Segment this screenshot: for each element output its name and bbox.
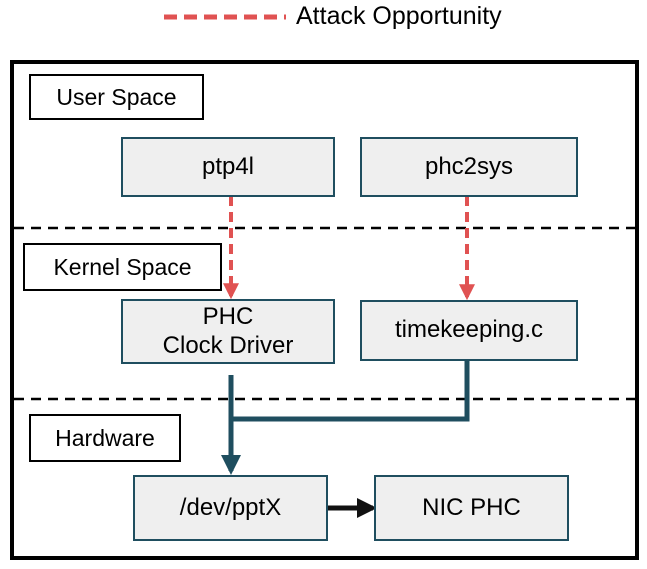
layer-label-user-space: User Space — [29, 74, 204, 120]
node-phc-clock-driver: PHC Clock Driver — [121, 299, 335, 364]
layer-label-kernel-space: Kernel Space — [23, 243, 222, 291]
path-timekeeping-to-pptx — [231, 361, 470, 422]
legend-label: Attack Opportunity — [296, 2, 502, 30]
node-dev-pptx: /dev/pptX — [133, 475, 328, 541]
node-timekeeping: timekeeping.c — [360, 300, 578, 361]
node-phc-clock-driver-line1: PHC — [202, 302, 254, 330]
node-nic-phc: NIC PHC — [374, 475, 569, 541]
layer-label-hardware: Hardware — [29, 414, 181, 462]
node-phc-clock-driver-line2: Clock Driver — [162, 331, 294, 359]
node-ptp4l: ptp4l — [121, 137, 335, 197]
legend-dashed-line — [164, 14, 286, 20]
node-phc2sys: phc2sys — [360, 137, 578, 197]
outer-border — [10, 60, 639, 560]
